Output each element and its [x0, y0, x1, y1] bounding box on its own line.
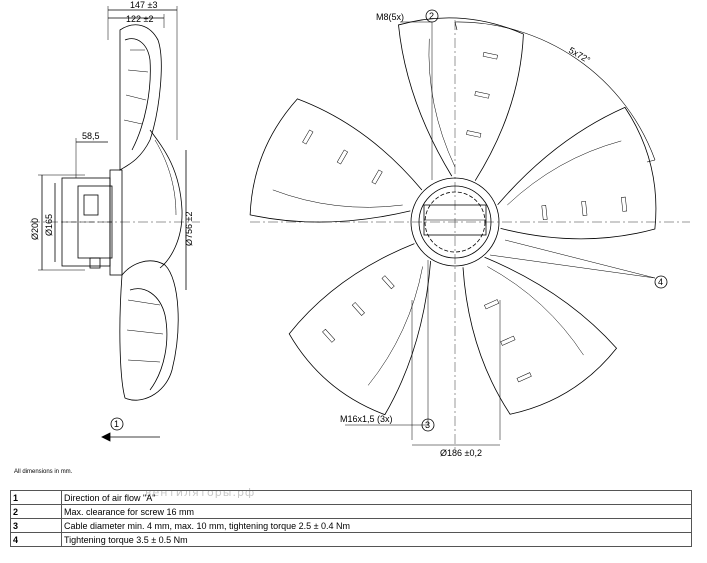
dim-total-depth: 147 ±3 — [130, 0, 157, 10]
legend-text: Direction of air flow "A" — [61, 490, 692, 505]
blade-slot — [482, 52, 498, 60]
blade-slot — [500, 335, 516, 346]
blade-slot — [474, 91, 490, 99]
fan-blade — [497, 106, 657, 240]
callout-cable: 3 — [425, 420, 430, 430]
legend-text: Max. clearance for screw 16 mm — [61, 504, 692, 519]
legend-row: 3 Cable diameter min. 4 mm, max. 10 mm, … — [10, 518, 692, 533]
blade-rib — [428, 38, 456, 168]
thread-label: M16x1,5 (3x) — [340, 414, 393, 424]
fan-blade — [288, 243, 432, 416]
dim-fan-diameter: Ø756 ±2 — [184, 212, 194, 246]
blade-slot — [516, 372, 532, 383]
dim-hub-depth: 122 ±2 — [126, 14, 153, 24]
dim-mount-offset: 58,5 — [82, 131, 100, 141]
legend-table: 1 Direction of air flow "A" 2 Max. clear… — [10, 490, 692, 547]
blade-rib — [487, 266, 584, 356]
blade-slot — [466, 130, 482, 138]
legend-number: 2 — [10, 504, 62, 519]
screw-label: M8(5x) — [376, 12, 404, 22]
legend-number: 1 — [10, 490, 62, 505]
dim-outer-diameter: Ø200 — [30, 218, 40, 240]
blade-slot — [336, 149, 348, 165]
callout-airflow: 1 — [114, 419, 119, 429]
callout-screw: 2 — [429, 11, 434, 21]
legend-number: 4 — [10, 532, 62, 547]
legend-number: 3 — [10, 518, 62, 533]
callout-torque-circle — [654, 275, 668, 289]
side-view — [30, 6, 200, 442]
blade-slot — [581, 200, 588, 216]
fan-blade — [462, 256, 618, 415]
blade-slot — [371, 169, 383, 185]
dim-inner-diameter: Ø165 — [44, 214, 54, 236]
fan-blade — [249, 98, 423, 223]
units-note: All dimensions in mm. — [14, 469, 73, 475]
callout-cable-circle — [421, 418, 435, 432]
legend-row: 4 Tightening torque 3.5 ± 0.5 Nm — [10, 532, 692, 547]
blade-slot — [351, 302, 365, 316]
front-view — [249, 9, 690, 450]
fan-blade — [398, 17, 524, 181]
blade-rib — [272, 189, 403, 208]
blade-slot — [381, 275, 395, 290]
hub-diameter: Ø186 ±0,2 — [440, 448, 482, 458]
blade-slot — [621, 196, 628, 212]
blade-slot — [302, 129, 314, 145]
blade-slot — [484, 299, 500, 310]
angle-label: 5x72° — [567, 45, 592, 65]
blade-rib — [507, 140, 622, 206]
legend-text: Cable diameter min. 4 mm, max. 10 mm, ti… — [61, 518, 692, 533]
blade-slot — [322, 328, 336, 343]
callout-screw-circle — [425, 9, 439, 23]
legend-row: 2 Max. clearance for screw 16 mm — [10, 504, 692, 519]
callout-torque: 4 — [658, 277, 663, 287]
legend-row: 1 Direction of air flow "A" — [10, 490, 692, 505]
blade-rib — [367, 266, 423, 386]
callout-airflow-circle — [110, 417, 124, 431]
technical-drawing: 147 ±3 122 ±2 58,5 Ø200 Ø165 Ø756 ±2 1 M… — [30, 0, 690, 458]
blade-slot — [541, 205, 548, 221]
legend-text: Tightening torque 3.5 ± 0.5 Nm — [61, 532, 692, 547]
